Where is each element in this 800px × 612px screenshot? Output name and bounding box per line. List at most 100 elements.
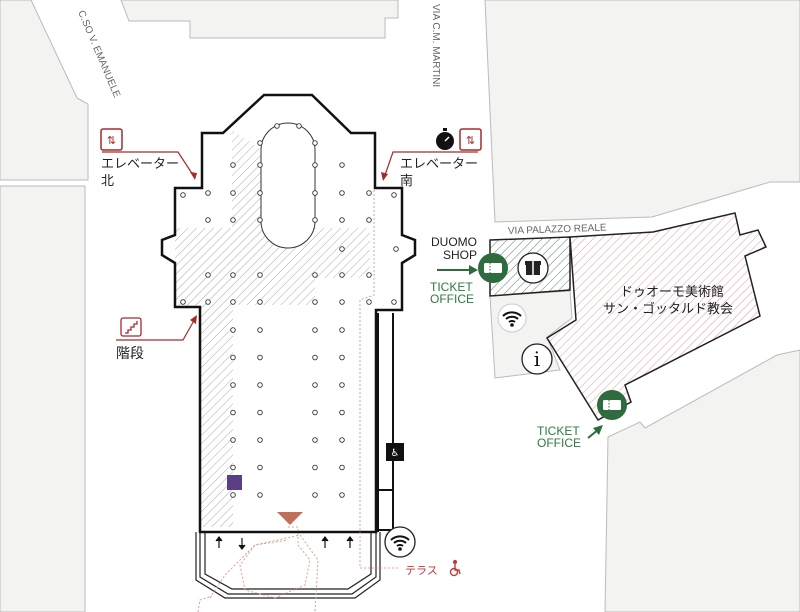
ticket-icon[interactable]	[478, 253, 508, 283]
svg-text:⇅: ⇅	[466, 134, 475, 147]
wifi-icon	[384, 526, 416, 558]
column-dot	[180, 299, 186, 305]
block-left-bottom	[0, 185, 86, 612]
column-dot	[391, 192, 397, 198]
column-dot	[257, 464, 263, 471]
elevator-south-arrowhead	[381, 172, 388, 181]
column-dot	[339, 272, 345, 278]
column-dot	[339, 162, 345, 168]
column-dot	[312, 299, 318, 305]
street-via-martini: VIA C.M. MARTINI	[430, 4, 441, 87]
ticket-office-label-2a: TICKET	[537, 424, 580, 438]
gift-icon[interactable]	[517, 252, 549, 284]
terrace-label: テラス	[405, 564, 438, 577]
apse-oval	[260, 122, 316, 249]
entrance-marker[interactable]	[277, 512, 303, 525]
street-corso-emanuele: C.SO V. EMANUELE	[75, 9, 122, 100]
block-left-top	[0, 0, 89, 181]
column-dot	[230, 382, 236, 388]
column-dot	[312, 162, 318, 168]
ticket-arrow-1	[437, 265, 478, 275]
column-dot	[312, 437, 318, 443]
elevator-north-label: エレベーター	[101, 157, 179, 172]
info-icon[interactable]: i	[521, 343, 553, 375]
stairs-arrowhead	[190, 315, 197, 324]
column-dot	[339, 409, 345, 416]
column-dot	[257, 492, 263, 498]
column-dot	[230, 492, 236, 498]
column-dot	[230, 437, 236, 443]
block-top	[120, 0, 399, 39]
column-dot	[366, 190, 372, 196]
ticket-icon[interactable]	[597, 390, 627, 420]
svg-text:♿: ♿	[391, 448, 400, 459]
column-dot	[230, 272, 236, 278]
column-dot	[257, 409, 263, 416]
timer-icon	[436, 128, 454, 150]
column-dot	[339, 327, 345, 333]
ticket-office-label-1b: OFFICE	[430, 292, 474, 306]
column-dot	[391, 299, 397, 305]
elevator-south-icon[interactable]: ⇅	[459, 128, 482, 151]
column-dot	[312, 272, 318, 278]
column-dot	[366, 299, 372, 305]
column-dot	[205, 272, 211, 278]
elevator-north-pointer	[102, 151, 196, 179]
duomo-shop-label-1: DUOMO	[431, 235, 477, 249]
column-dot	[312, 409, 318, 416]
column-dot	[180, 192, 186, 198]
elevator-south-label: エレベーター	[400, 157, 478, 172]
columns	[180, 123, 399, 498]
museum-label-2: サン・ゴッタルド教会	[603, 301, 733, 317]
column-dot	[230, 354, 236, 361]
elevator-south-pointer	[383, 151, 478, 179]
wifi-icon	[497, 303, 527, 333]
column-dot	[205, 217, 211, 223]
column-dot	[205, 299, 211, 305]
museum-label-1: ドゥオーモ美術館	[620, 285, 724, 300]
column-dot	[393, 246, 399, 252]
column-dot	[312, 140, 318, 146]
column-dot	[312, 382, 318, 388]
stairs-icon[interactable]	[120, 317, 142, 337]
svg-text:⇅: ⇅	[107, 134, 116, 147]
museum-area[interactable]	[545, 212, 768, 421]
column-dot	[205, 190, 211, 196]
column-dot	[339, 246, 345, 252]
ticket-office-label-2b: OFFICE	[537, 436, 581, 450]
column-dot	[312, 492, 318, 498]
column-dot	[366, 217, 372, 223]
column-dot	[366, 272, 372, 278]
stairs-label: 階段	[116, 346, 144, 362]
column-dot	[339, 190, 345, 196]
column-dot	[257, 299, 263, 305]
column-dot	[312, 217, 318, 223]
column-dot	[312, 190, 318, 196]
column-dot	[339, 492, 345, 498]
column-dot	[257, 140, 263, 146]
elevator-north-icon[interactable]: ⇅	[100, 128, 123, 151]
purple-marker[interactable]	[227, 475, 242, 490]
column-dot	[257, 382, 263, 388]
column-dot	[312, 327, 318, 333]
column-dot	[312, 354, 318, 361]
column-dot	[230, 327, 236, 333]
column-dot	[257, 190, 263, 196]
route-dashed	[197, 190, 400, 612]
column-dot	[230, 409, 236, 416]
column-dot	[339, 217, 345, 223]
column-dot	[296, 123, 302, 129]
stairs-pointer	[116, 316, 197, 341]
elevator-south-sub: 南	[400, 173, 413, 189]
column-dot	[339, 437, 345, 443]
toilet-icon[interactable]: ♿	[386, 443, 404, 461]
duomo-shop-label-2: SHOP	[443, 248, 477, 262]
terrace	[195, 532, 381, 599]
column-dot	[257, 162, 263, 168]
column-dot	[312, 464, 318, 471]
column-dot	[339, 299, 345, 305]
column-dot	[230, 299, 236, 305]
wheelchair-icon	[449, 559, 461, 577]
street-via-palazzo-reale: VIA PALAZZO REALE	[508, 223, 607, 237]
